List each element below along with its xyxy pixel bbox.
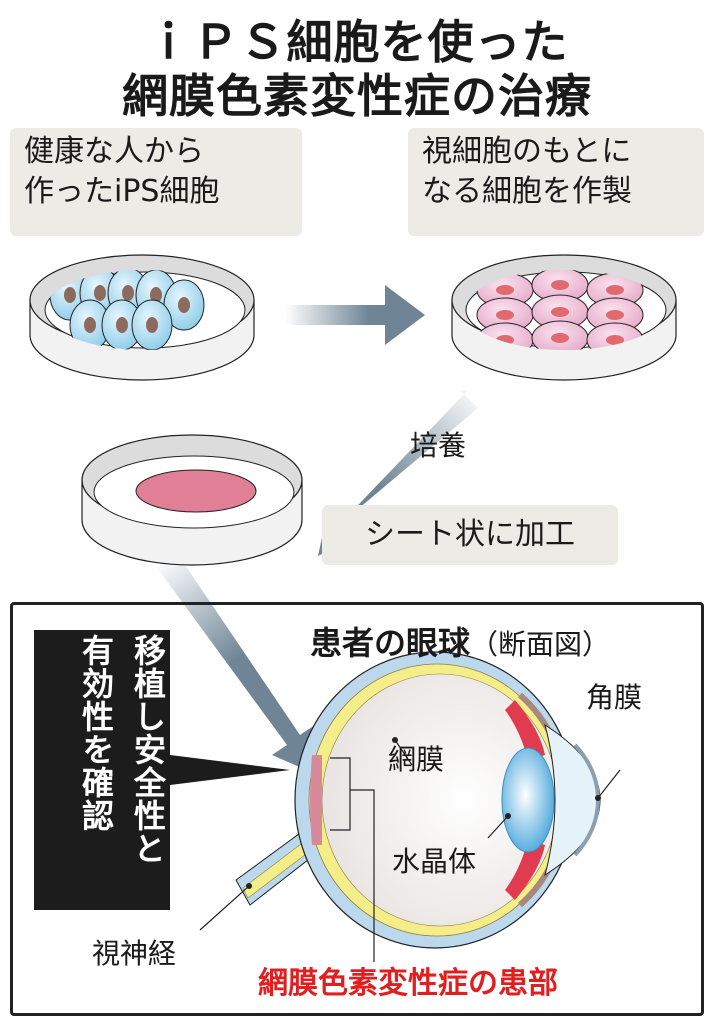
cell-nucleus bbox=[122, 285, 134, 301]
cell-nucleus bbox=[551, 333, 569, 343]
step-label-line: なる細胞を作製 bbox=[422, 174, 632, 209]
step-label-line: 視細胞のもとに bbox=[422, 134, 632, 169]
cell-nucleus bbox=[496, 310, 514, 320]
eye-panel-title: 患者の眼球（断面図） bbox=[310, 618, 610, 664]
label-cornea: 角膜 bbox=[586, 681, 643, 714]
cell-nucleus bbox=[606, 310, 624, 320]
label-lens: 水晶体 bbox=[392, 845, 477, 878]
eye-title-main: 患者の眼球 bbox=[310, 624, 471, 662]
cell-nucleus bbox=[496, 285, 514, 295]
cell-nucleus bbox=[64, 287, 76, 303]
cell-nucleus bbox=[551, 307, 569, 317]
step-label-ips-cells: 健康な人から 作ったiPS細胞 bbox=[10, 128, 302, 236]
step-label-photoreceptor-precursor: 視細胞のもとに なる細胞を作製 bbox=[408, 128, 704, 236]
cell-nucleus bbox=[178, 297, 190, 313]
petri-dish-ips-cells bbox=[29, 254, 255, 381]
culture-label: 培養 bbox=[410, 429, 467, 462]
cell-nucleus bbox=[116, 317, 128, 333]
cell-nucleus bbox=[94, 285, 106, 301]
cell-nucleus bbox=[146, 317, 158, 333]
callout-text-line-1: 移植し安全性と bbox=[129, 634, 167, 865]
label-retina: 網膜 bbox=[388, 743, 445, 776]
eye-title-sub: （断面図） bbox=[470, 628, 611, 661]
cell-nucleus bbox=[606, 335, 624, 345]
cell-nucleus bbox=[84, 317, 96, 333]
step-label-sheet: シート状に加工 bbox=[322, 505, 618, 565]
callout-box: 移植し安全性と 有効性を確認 bbox=[34, 630, 170, 910]
label-optic-nerve: 視神経 bbox=[92, 937, 177, 970]
arrow-right bbox=[285, 285, 425, 345]
petri-dish-cell-sheet bbox=[81, 434, 303, 566]
arrow-down-left bbox=[318, 390, 478, 556]
cell-nucleus bbox=[606, 285, 624, 295]
step-label-line: 健康な人から bbox=[24, 134, 204, 169]
cell-nucleus bbox=[150, 287, 162, 303]
step-label-line: 作ったiPS細胞 bbox=[24, 174, 220, 209]
title-line-2: 網膜色素変性症の治療 bbox=[122, 69, 592, 123]
petri-dish-photoreceptor-cells bbox=[451, 254, 677, 381]
eye-panel bbox=[10, 602, 704, 1016]
arrow-to-eye bbox=[155, 565, 318, 775]
cell-nucleus bbox=[551, 280, 569, 290]
title-line-1: ｉＰＳ細胞を使った bbox=[145, 15, 569, 69]
callout-text-line-2: 有効性を確認 bbox=[77, 634, 115, 832]
label-affected-area: 網膜色素変性症の患部 bbox=[258, 966, 558, 1001]
eyeball-cross-section bbox=[199, 651, 621, 962]
callout-pointer bbox=[170, 755, 290, 785]
cell-sheet bbox=[135, 469, 257, 513]
